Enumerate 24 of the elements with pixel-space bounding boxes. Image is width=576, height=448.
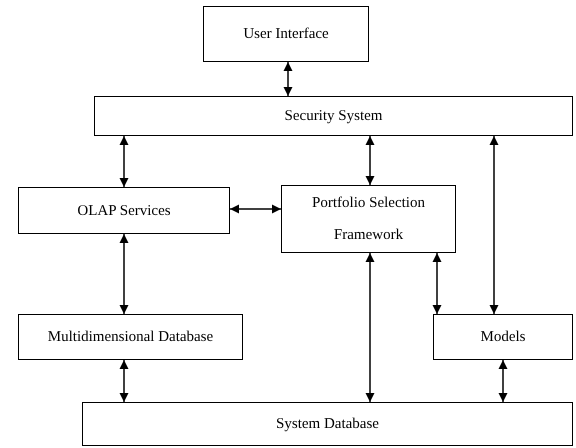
double-arrow (366, 136, 374, 185)
node-label: Multidimensional Database (46, 328, 214, 347)
node-label: Models (480, 328, 526, 347)
double-arrow (366, 253, 374, 402)
double-arrow (230, 204, 281, 214)
process-box (281, 185, 456, 253)
node-label: System Database (275, 415, 380, 434)
double-arrow (120, 360, 128, 402)
node-label: OLAP Services (76, 202, 172, 220)
double-arrow (120, 136, 128, 187)
double-arrow (490, 136, 498, 314)
double-arrow (432, 253, 442, 314)
node-label: Security System (284, 107, 384, 126)
node-label: Portfolio Selection Framework (311, 194, 426, 245)
process-box (94, 96, 573, 136)
double-arrow (284, 62, 292, 96)
process-box (433, 314, 573, 360)
process-box (82, 402, 573, 446)
process-box (18, 187, 230, 234)
process-box (18, 314, 243, 360)
double-arrow (120, 234, 128, 314)
process-box (203, 6, 369, 62)
double-arrow (498, 360, 508, 402)
node-label: User Interface (242, 25, 330, 44)
